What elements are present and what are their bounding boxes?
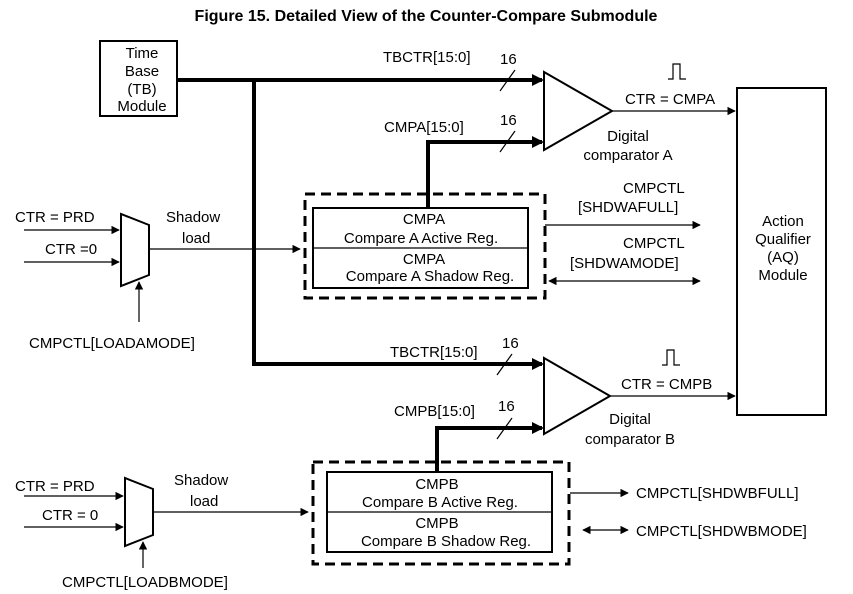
shadow-load-a-line2: load bbox=[182, 230, 210, 247]
cmpa-bus bbox=[426, 140, 542, 208]
mux-a-in2-label: CTR =0 bbox=[45, 241, 97, 258]
ctr-cmpb-label: CTR = CMPB bbox=[621, 376, 712, 393]
tb-label-line3: (TB) bbox=[127, 81, 156, 98]
shdwbmode-label: CMPCTL[SHDWBMODE] bbox=[636, 523, 807, 540]
cmpa-register-group bbox=[303, 192, 547, 300]
cmpa-active-desc: Compare A Active Reg. bbox=[344, 230, 498, 247]
shdwafull-line1: CMPCTL bbox=[623, 180, 685, 197]
shadow-load-b-line2: load bbox=[190, 493, 218, 510]
tbctr-a-label: TBCTR[15:0] bbox=[383, 49, 471, 66]
aq-label-line3: (AQ) bbox=[767, 249, 799, 266]
tbctr-b-width-slash bbox=[496, 353, 513, 376]
comparator-a-line1: Digital bbox=[607, 128, 649, 145]
mux-a-in1-label: CTR = PRD bbox=[15, 209, 95, 226]
action-qualifier-module bbox=[736, 87, 827, 416]
loadbmode-label: CMPCTL[LOADBMODE] bbox=[62, 574, 228, 591]
aq-label-line4: Module bbox=[758, 267, 807, 284]
cmpb-bus bbox=[435, 426, 542, 472]
cmpa-shadow-desc: Compare A Shadow Reg. bbox=[346, 268, 514, 285]
mux-b-in1-label: CTR = PRD bbox=[15, 478, 95, 495]
cmpa-active-name: CMPA bbox=[403, 211, 445, 228]
cmpb-shadow-desc: Compare B Shadow Reg. bbox=[361, 533, 531, 550]
aq-label-line2: Qualifier bbox=[755, 231, 811, 248]
mux-b-in2-label: CTR = 0 bbox=[42, 507, 98, 524]
tbctr-bus-arrow-a bbox=[532, 74, 544, 86]
tb-label-line2: Base bbox=[125, 63, 159, 80]
tb-label-line1: Time bbox=[126, 45, 159, 62]
pulse-a-icon bbox=[668, 63, 686, 80]
mux-b bbox=[124, 476, 154, 548]
ctr-cmpa-label: CTR = CMPA bbox=[625, 91, 715, 108]
tbctr-b-label: TBCTR[15:0] bbox=[390, 344, 478, 361]
cmpa-bus-arrow bbox=[532, 136, 544, 148]
shadow-load-a-line1: Shadow bbox=[166, 209, 220, 226]
tb-label-line4: Module bbox=[117, 98, 166, 115]
shdwamode-line2: [SHDWAMODE] bbox=[570, 255, 679, 272]
digital-comparator-b bbox=[543, 356, 613, 436]
shdwafull-line2: [SHDWAFULL] bbox=[578, 199, 678, 216]
tbctr-bus bbox=[177, 78, 542, 366]
mux-a bbox=[120, 212, 150, 288]
cmpa-bus-width: 16 bbox=[500, 112, 517, 129]
tbctr-a-width: 16 bbox=[500, 51, 517, 68]
cmpb-shadow-name: CMPB bbox=[415, 515, 458, 532]
comparator-b-line1: Digital bbox=[609, 411, 651, 428]
cmpb-register-group bbox=[311, 460, 571, 566]
cmpa-shadow-name: CMPA bbox=[403, 251, 445, 268]
comparator-a-line2: comparator A bbox=[583, 147, 672, 164]
tbctr-b-width: 16 bbox=[502, 335, 519, 352]
shdwbfull-label: CMPCTL[SHDWBFULL] bbox=[636, 485, 799, 502]
cmpb-active-name: CMPB bbox=[415, 476, 458, 493]
comparator-b-line2: comparator B bbox=[585, 431, 675, 448]
aq-label-line1: Action bbox=[762, 213, 804, 230]
cmpb-active-desc: Compare B Active Reg. bbox=[362, 494, 518, 511]
tbctr-bus-arrow-b bbox=[532, 358, 544, 370]
pulse-b-icon bbox=[662, 349, 680, 366]
shdwamode-line1: CMPCTL bbox=[623, 235, 685, 252]
loadamode-label: CMPCTL[LOADAMODE] bbox=[29, 335, 195, 352]
digital-comparator-a bbox=[543, 70, 615, 152]
tbctr-a-width-slash bbox=[499, 69, 516, 92]
time-base-module bbox=[99, 40, 178, 117]
cmpb-bus-arrow bbox=[532, 422, 544, 434]
cmpb-bus-width: 16 bbox=[498, 398, 515, 415]
cmpb-bus-label: CMPB[15:0] bbox=[394, 403, 475, 420]
figure-title: Figure 15. Detailed View of the Counter-… bbox=[195, 8, 658, 25]
shadow-load-b-line1: Shadow bbox=[174, 472, 228, 489]
cmpa-bus-label: CMPA[15:0] bbox=[384, 119, 464, 136]
